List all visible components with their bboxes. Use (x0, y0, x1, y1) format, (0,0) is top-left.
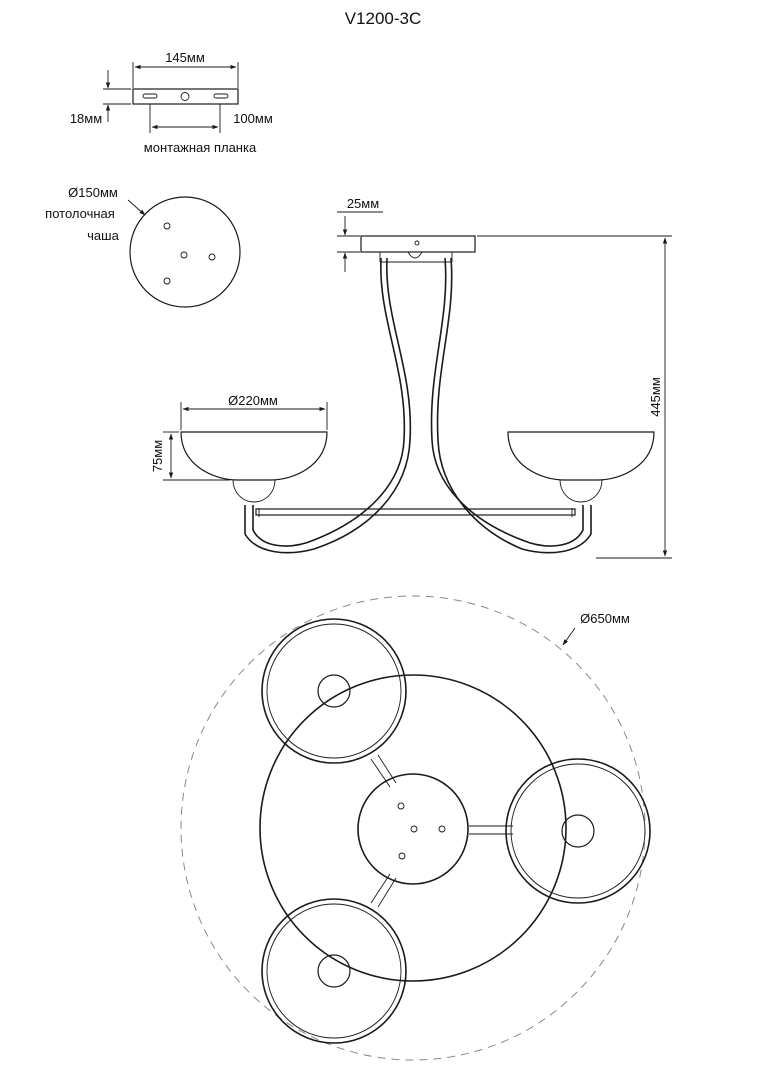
spoke-bottom-left (370, 873, 397, 908)
hub-hole (398, 852, 406, 860)
right-socket (559, 479, 603, 503)
plate-center-hole (180, 92, 190, 101)
top-shade-upper-left (261, 618, 407, 764)
plate-slot-left (142, 93, 158, 99)
arm-wire-left-inner (244, 257, 412, 554)
ceiling-cup-caption-line1: потолочная (45, 206, 115, 221)
plate-width-label: 145мм (165, 50, 205, 65)
arm-wire-right-inner (436, 257, 592, 554)
mounting-plate-caption: монтажная планка (144, 140, 257, 155)
plate-slot-right (213, 93, 229, 99)
ceiling-cup-view: Ø150мм потолочная чаша (45, 185, 241, 308)
mounting-plate-view: 145мм 18мм 100мм монтажная планка (70, 50, 273, 155)
top-shade-right (505, 758, 651, 904)
overall-diameter-label: Ø650мм (580, 611, 630, 626)
ceiling-cup-circle (129, 196, 241, 308)
mounting-plate (132, 88, 239, 105)
left-shade (180, 431, 328, 481)
base-disc (259, 674, 567, 982)
hub-hole (438, 825, 446, 833)
hole-spacing-label: 100мм (233, 111, 273, 126)
canopy-height-label: 25мм (347, 196, 379, 211)
ceiling-cup-hole (180, 251, 188, 259)
overall-diameter-circle (180, 595, 646, 1061)
center-hub (357, 773, 469, 885)
total-height-label: 445мм (648, 377, 663, 417)
ceiling-cup-diameter-label: Ø150мм (68, 185, 118, 200)
cross-bar (255, 508, 576, 516)
side-view: 25мм Ø220мм (150, 196, 672, 559)
model-title: V1200-3C (345, 9, 422, 28)
hub-hole (410, 825, 418, 833)
canopy-nut (407, 251, 423, 259)
ceiling-cup-leader (127, 199, 146, 216)
ceiling-cup-hole (163, 222, 171, 230)
plate-height-label: 18мм (70, 111, 102, 126)
hub-hole (397, 802, 405, 810)
top-view: Ø650мм (180, 595, 651, 1061)
canopy-screw (414, 240, 420, 246)
right-shade (507, 431, 655, 481)
left-socket (232, 479, 276, 503)
ceiling-cup-hole (208, 253, 216, 261)
shade-diameter-label: Ø220мм (228, 393, 278, 408)
canopy (360, 235, 476, 253)
arm-wire-right-outer (430, 257, 584, 547)
arm-wire-left-outer (252, 257, 406, 547)
top-shade-lower-left (261, 898, 407, 1044)
ceiling-cup-caption-line2: чаша (87, 228, 119, 243)
shade-height-label: 75мм (150, 440, 165, 472)
ceiling-cup-hole (163, 277, 171, 285)
overall-diameter-leader (562, 627, 576, 646)
